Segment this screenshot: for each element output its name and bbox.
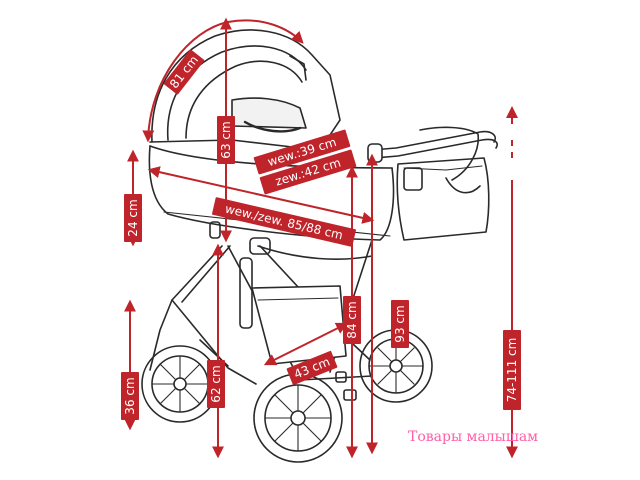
dim-arrow-handle-top xyxy=(506,106,518,118)
watermark-text: Товары малышам xyxy=(408,429,538,445)
label-carrycot-depth-text: 24 cm xyxy=(126,199,140,236)
label-handle-height-text: 74-111 cm xyxy=(505,338,519,403)
dim-line-carrycot-length xyxy=(147,166,375,224)
label-total-height-text: 93 cm xyxy=(393,305,407,342)
label-handle-height: 74-111 cm xyxy=(503,330,521,410)
label-carrycot-length: wew./zew. 85/88 cm xyxy=(212,197,356,247)
label-total-height: 93 cm xyxy=(391,300,409,348)
label-canopy-height: 63 cm xyxy=(217,116,235,164)
label-front-wheel: 36 cm xyxy=(121,372,139,420)
changing-bag xyxy=(396,126,490,241)
stroller-illustration xyxy=(141,29,498,463)
label-carrycot-depth: 24 cm xyxy=(124,194,142,242)
rear-wheel xyxy=(141,345,219,423)
label-seat-height-text: 84 cm xyxy=(345,301,359,338)
label-seat-height: 84 cm xyxy=(343,296,361,344)
label-carrycot-length-text: wew./zew. 85/88 cm xyxy=(224,202,345,243)
watermark: Товары малышам xyxy=(408,429,538,445)
dim-line-basket xyxy=(263,322,349,366)
shopping-basket xyxy=(251,285,347,365)
label-front-wheel-text: 36 cm xyxy=(123,377,137,414)
label-frame-height-text: 62 cm xyxy=(209,365,223,402)
label-frame-height: 62 cm xyxy=(207,360,225,408)
label-canopy-height-text: 63 cm xyxy=(219,121,233,158)
front-wheel-left xyxy=(253,373,343,463)
